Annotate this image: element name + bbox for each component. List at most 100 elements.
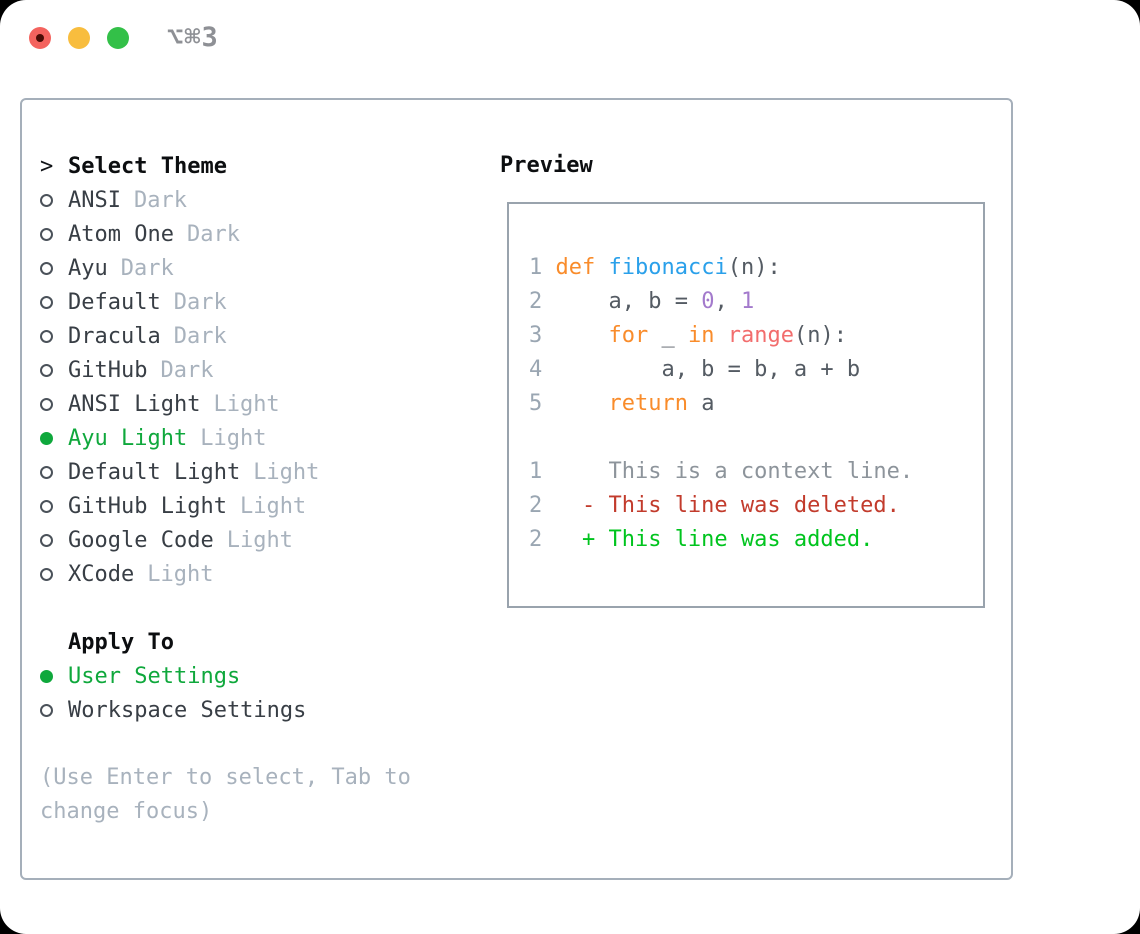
theme-option-dracula-dark[interactable]: Dracula Dark bbox=[40, 319, 480, 353]
theme-variant-label: Light bbox=[239, 493, 307, 519]
preview-header-label: Preview bbox=[500, 153, 593, 178]
radio-icon bbox=[40, 329, 53, 343]
token-builtin: range bbox=[727, 323, 794, 348]
line-number: 5 bbox=[529, 391, 543, 416]
focus-chevron-icon: > bbox=[40, 153, 54, 179]
theme-variant-label: Dark bbox=[160, 357, 214, 383]
theme-name-label: Ayu bbox=[68, 255, 108, 281]
line-number: 2 bbox=[529, 289, 543, 314]
theme-option-ansi-light-light[interactable]: ANSI Light Light bbox=[40, 387, 480, 421]
radio-icon bbox=[40, 363, 53, 377]
token-fg bbox=[555, 323, 608, 348]
theme-option-google-code-light[interactable]: Google Code Light bbox=[40, 523, 480, 557]
apply-to-option-user-settings[interactable]: User Settings bbox=[40, 659, 480, 693]
close-button[interactable] bbox=[29, 27, 51, 49]
theme-name-label: Ayu Light bbox=[68, 425, 188, 451]
radio-icon bbox=[40, 261, 53, 275]
code-line: 2 - This line was deleted. bbox=[529, 489, 983, 523]
theme-variant-label: Light bbox=[147, 561, 214, 587]
token-fg: (n): bbox=[727, 255, 781, 280]
theme-option-ayu-dark[interactable]: Ayu Dark bbox=[40, 251, 480, 285]
code-line: 2 a, b = 0, 1 bbox=[529, 285, 983, 319]
code-line: 5 return a bbox=[529, 387, 983, 421]
code-line: 1 This is a context line. bbox=[529, 455, 983, 489]
token-function: fibonacci bbox=[608, 255, 728, 280]
token-fg bbox=[555, 391, 608, 416]
code-line bbox=[529, 421, 983, 455]
theme-option-github-light-light[interactable]: GitHub Light Light bbox=[40, 489, 480, 523]
code-line: 1 def fibonacci(n): bbox=[529, 251, 983, 285]
line-number: 4 bbox=[529, 357, 543, 382]
line-number: 2 bbox=[529, 527, 543, 552]
theme-name-label: Dracula bbox=[68, 323, 161, 349]
theme-variant-label: Light bbox=[200, 425, 267, 451]
code-line: 2 + This line was added. bbox=[529, 523, 983, 557]
token-keyword: def bbox=[555, 255, 596, 280]
radio-icon bbox=[40, 703, 53, 717]
theme-variant-label: Dark bbox=[133, 187, 187, 213]
token-number: 1 bbox=[740, 289, 755, 314]
radio-selected-icon bbox=[40, 431, 53, 445]
close-modified-dot-icon bbox=[36, 34, 44, 42]
token-fg: (n): bbox=[793, 323, 847, 348]
theme-name-label: GitHub bbox=[68, 357, 148, 383]
token-keyword: return bbox=[608, 391, 688, 416]
apply-to-header: Apply To bbox=[40, 625, 480, 659]
titlebar: ⌥⌘3 bbox=[0, 0, 1140, 70]
token-fg: a bbox=[687, 391, 715, 416]
apply-to-option-workspace-settings[interactable]: Workspace Settings bbox=[40, 693, 480, 727]
token-fg: a, b = bbox=[555, 289, 702, 314]
token-added: + This line was added. bbox=[555, 527, 874, 552]
apply-to-option-label: Workspace Settings bbox=[68, 697, 307, 723]
token-keyword: for bbox=[608, 323, 649, 348]
radio-icon bbox=[40, 499, 53, 513]
radio-icon bbox=[40, 193, 53, 207]
theme-variant-label: Dark bbox=[173, 323, 227, 349]
token-number: 0 bbox=[701, 289, 715, 314]
line-number: 1 bbox=[529, 255, 543, 280]
apply-to-header-label: Apply To bbox=[68, 629, 174, 655]
theme-variant-label: Dark bbox=[173, 289, 227, 315]
line-number: 2 bbox=[529, 493, 543, 518]
radio-icon bbox=[40, 465, 53, 479]
theme-name-label: Default Light bbox=[68, 459, 241, 485]
radio-icon bbox=[40, 567, 53, 581]
keyboard-hint-text: (Use Enter to select, Tab to change focu… bbox=[40, 765, 411, 824]
theme-variant-label: Light bbox=[226, 527, 293, 553]
spacer bbox=[40, 727, 480, 761]
window-shortcut-label: ⌥⌘3 bbox=[167, 22, 219, 53]
theme-variant-label: Light bbox=[213, 391, 280, 417]
theme-variant-label: Dark bbox=[186, 221, 240, 247]
token-deleted: - This line was deleted. bbox=[555, 493, 900, 518]
token-keyword: in bbox=[687, 323, 715, 348]
radio-icon bbox=[40, 227, 53, 241]
select-theme-header: > Select Theme bbox=[40, 149, 480, 183]
token-context: This is a context line. bbox=[555, 459, 914, 484]
minimize-button[interactable] bbox=[68, 27, 90, 49]
theme-option-ayu-light-light[interactable]: Ayu Light Light bbox=[40, 421, 480, 455]
apply-to-option-label: User Settings bbox=[68, 663, 241, 689]
maximize-button[interactable] bbox=[107, 27, 129, 49]
theme-name-label: ANSI Light bbox=[68, 391, 201, 417]
radio-icon bbox=[40, 295, 53, 309]
theme-name-label: Google Code bbox=[68, 527, 214, 553]
spacer bbox=[40, 591, 480, 625]
theme-variant-label: Dark bbox=[120, 255, 174, 281]
theme-option-github-dark[interactable]: GitHub Dark bbox=[40, 353, 480, 387]
radio-selected-icon bbox=[40, 669, 53, 683]
theme-option-ansi-dark[interactable]: ANSI Dark bbox=[40, 183, 480, 217]
token-fg bbox=[595, 255, 608, 280]
theme-name-label: GitHub Light bbox=[68, 493, 227, 519]
theme-name-label: ANSI bbox=[68, 187, 121, 213]
